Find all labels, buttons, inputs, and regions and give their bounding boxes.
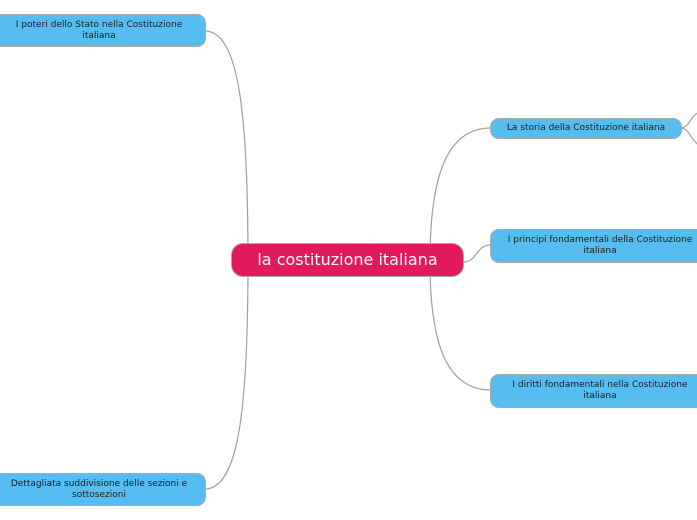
central-topic[interactable]: la costituzione italiana	[231, 243, 464, 277]
topic-suddivisione[interactable]: Dettagliata suddivisione delle sezioni e…	[0, 473, 206, 506]
connector-suddivisione	[204, 261, 249, 490]
topic-diritti-label: I diritti fondamentali nella Costituzion…	[512, 380, 688, 401]
topic-principi-label: I principi fondamentali della Costituzio…	[507, 235, 693, 256]
connector-principi	[462, 244, 492, 263]
connector-poteri	[204, 30, 249, 263]
connector-storia-child-2	[679, 127, 697, 145]
topic-diritti[interactable]: I diritti fondamentali nella Costituzion…	[490, 374, 697, 408]
topic-storia-label: La storia della Costituzione italiana	[506, 123, 666, 133]
topic-poteri[interactable]: I poteri dello Stato nella Costituzione …	[0, 14, 206, 47]
topic-principi[interactable]: I principi fondamentali della Costituzio…	[490, 229, 697, 263]
topic-storia[interactable]: La storia della Costituzione italiana	[490, 118, 682, 139]
topic-poteri-label: I poteri dello Stato nella Costituzione …	[15, 19, 183, 41]
connector-diritti	[429, 261, 492, 391]
central-topic-label: la costituzione italiana	[257, 250, 438, 269]
connector-storia	[429, 127, 492, 263]
connector-storia-child	[679, 112, 697, 129]
topic-suddivisione-label: Dettagliata suddivisione delle sezioni e…	[10, 478, 188, 500]
